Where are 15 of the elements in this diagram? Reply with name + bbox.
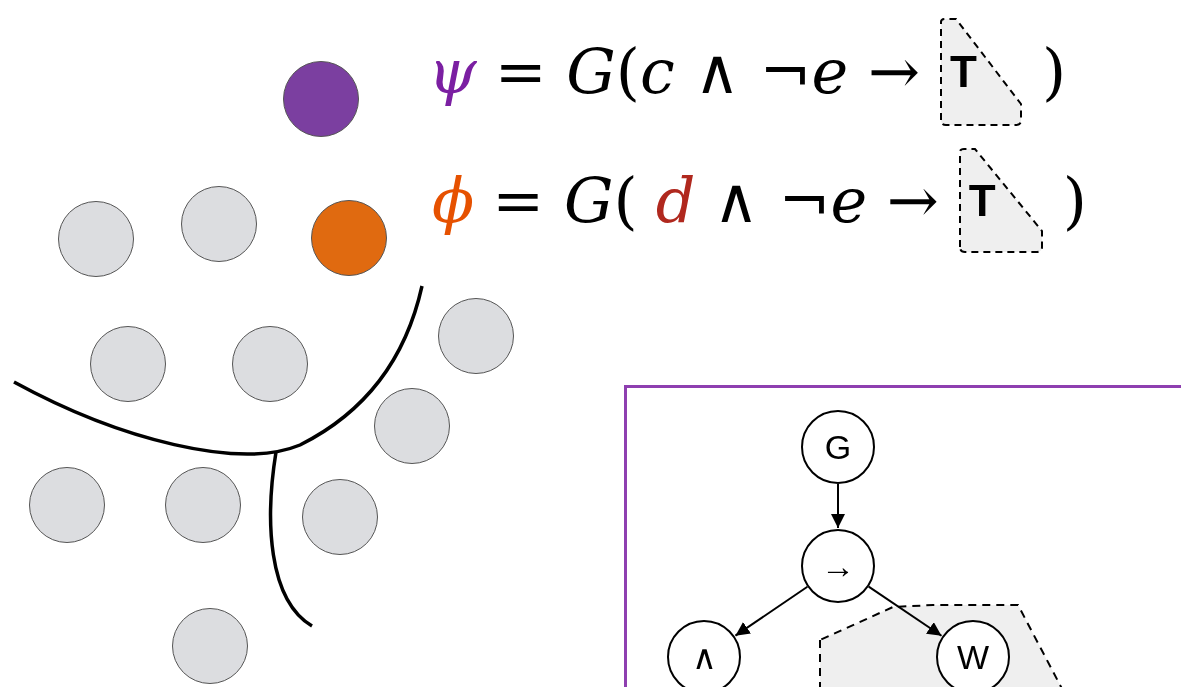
arrow (867, 585, 943, 637)
placeholder-letter: T (968, 178, 996, 223)
arrow (831, 483, 845, 529)
formula-text: ∧ ¬e → (713, 169, 939, 232)
tree-node: G (801, 410, 875, 484)
formula-text: = G( (492, 169, 638, 232)
formula-text: ) (1062, 169, 1087, 232)
tree-node: ∧ (667, 620, 741, 687)
formula-text: = G(c ∧ ¬e → (494, 41, 920, 103)
tree-node: → (801, 529, 875, 603)
formula-text: ) (1041, 41, 1067, 103)
placeholder-letter: T (949, 50, 977, 94)
arrow (734, 585, 809, 637)
formula-variable: d (655, 169, 696, 232)
panel-frame (624, 385, 1181, 687)
